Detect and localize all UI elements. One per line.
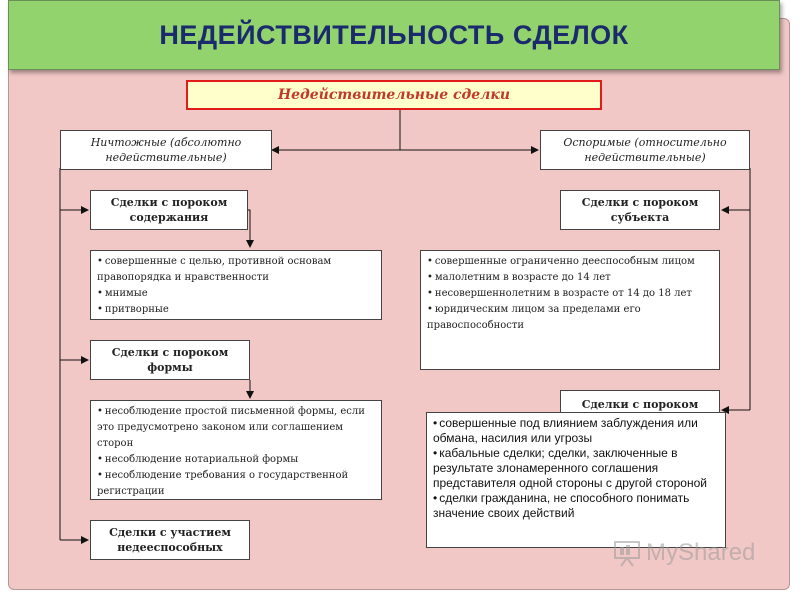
list-item: притворные xyxy=(97,302,375,318)
subject-defect-box: Сделки с пороком субъекта xyxy=(560,190,720,230)
will-defect-label: Сделки с пороком xyxy=(581,398,699,411)
list-item: несоблюдение нотариальной формы xyxy=(97,452,375,468)
list-item: сделки гражданина, не способного понимат… xyxy=(433,491,719,521)
form-defect-box: Сделки с пороком формы xyxy=(90,340,250,380)
form-defect-list: несоблюдение простой письменной формы, е… xyxy=(90,400,382,500)
page-header: НЕДЕЙСТВИТЕЛЬНОСТЬ СДЕЛОК xyxy=(8,0,780,70)
list-item: мнимые xyxy=(97,286,375,302)
will-defect-list: совершенные под влиянием заблуждения или… xyxy=(426,412,726,548)
presentation-icon xyxy=(614,541,640,567)
form-defect-label: Сделки с пороком формы xyxy=(111,346,229,374)
incapable-deals-box: Сделки с участием недееспособных xyxy=(90,520,250,560)
list-item: совершенные ограниченно дееспособным лиц… xyxy=(427,254,713,270)
list-item: совершенные с целью, противной основам п… xyxy=(97,254,375,286)
void-deals-label: Ничтожные (абсолютно недействительные) xyxy=(90,136,242,164)
list-item: несоблюдение требования о государственно… xyxy=(97,468,375,499)
list-item: несовершеннолетним в возрасте от 14 до 1… xyxy=(427,286,713,302)
list-item: юридическим лицом за пределами его право… xyxy=(427,302,713,334)
list-item: малолетним в возрасте до 14 лет xyxy=(427,270,713,286)
invalid-deals-box: Недействительные сделки xyxy=(186,80,602,110)
subject-defect-list: совершенные ограниченно дееспособным лиц… xyxy=(420,250,720,370)
subject-defect-label: Сделки с пороком субъекта xyxy=(581,196,699,224)
watermark: MyShared xyxy=(612,538,755,568)
content-defect-list: совершенные с целью, противной основам п… xyxy=(90,250,382,320)
list-item: кабальные сделки; сделки, заключенные в … xyxy=(433,446,719,491)
content-defect-box: Сделки с пороком содержания xyxy=(90,190,248,230)
list-item: несоблюдение простой письменной формы, е… xyxy=(97,404,375,452)
content-defect-label: Сделки с пороком содержания xyxy=(110,196,228,224)
void-deals-box: Ничтожные (абсолютно недействительные) xyxy=(60,130,272,170)
connector-content-list xyxy=(246,209,254,248)
invalid-deals-label: Недействительные сделки xyxy=(277,86,511,103)
voidable-deals-box: Оспоримые (относительно недействительные… xyxy=(540,130,750,170)
incapable-deals-label: Сделки с участием недееспособных xyxy=(109,526,231,554)
list-item: совершенные под влиянием заблуждения или… xyxy=(433,416,719,446)
watermark-text: MyShared xyxy=(646,539,756,566)
page-title: НЕДЕЙСТВИТЕЛЬНОСТЬ СДЕЛОК xyxy=(159,19,629,50)
voidable-deals-label: Оспоримые (относительно недействительные… xyxy=(563,136,727,164)
